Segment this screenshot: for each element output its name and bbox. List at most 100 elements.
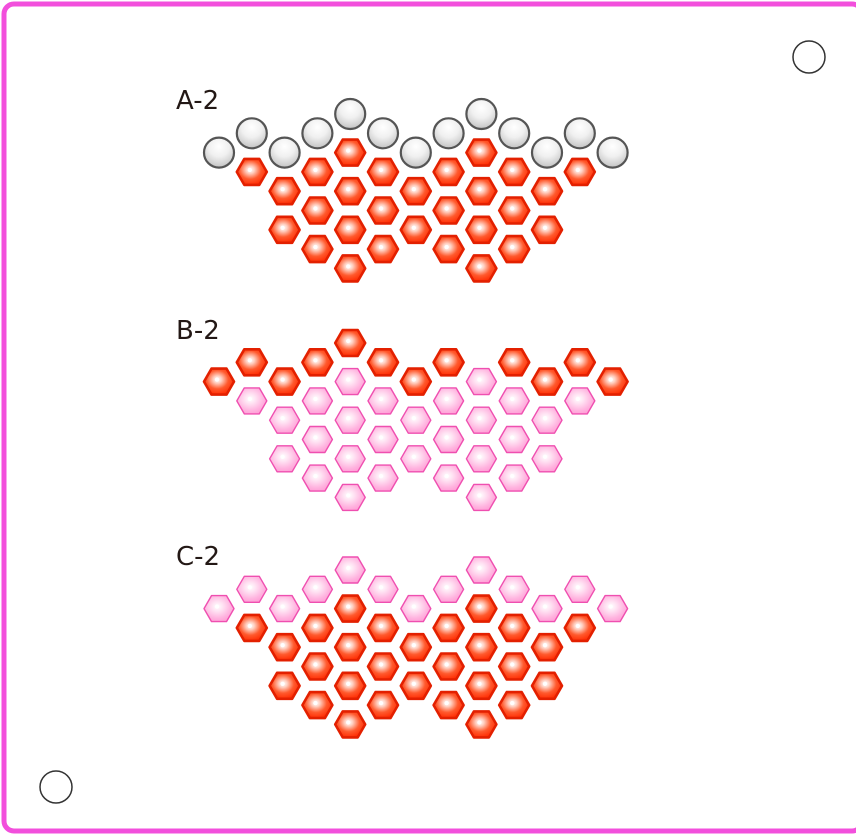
red-hex-bead xyxy=(333,138,367,167)
red-hex-bead xyxy=(497,652,531,681)
grey-round-bead xyxy=(596,136,629,169)
red-hex-bead xyxy=(301,348,334,377)
red-hex-bead xyxy=(563,348,597,377)
grey-round-bead xyxy=(235,117,268,150)
red-hex-bead xyxy=(465,671,498,701)
red-hex-bead xyxy=(432,196,465,225)
pink-hex-bead xyxy=(301,425,334,454)
pink-hex-bead xyxy=(498,464,530,492)
pink-hex-bead xyxy=(367,425,399,454)
red-hex-bead xyxy=(465,632,498,662)
red-hex-bead xyxy=(432,690,465,720)
red-hex-bead xyxy=(301,196,334,225)
grey-round-bead xyxy=(268,136,301,169)
pattern-c2: C-2 xyxy=(176,542,629,739)
red-hex-bead xyxy=(268,632,301,662)
pink-hex-bead xyxy=(432,387,465,415)
red-hex-bead xyxy=(333,254,367,283)
red-hex-bead xyxy=(530,632,564,662)
pink-hex-bead xyxy=(531,445,563,473)
red-hex-bead xyxy=(366,157,400,187)
pink-hex-bead xyxy=(432,575,465,603)
pink-hex-bead xyxy=(465,445,498,473)
red-hex-bead xyxy=(432,157,465,187)
grey-round-bead xyxy=(498,117,531,150)
red-hex-bead xyxy=(235,157,269,187)
red-hex-bead xyxy=(268,367,301,396)
red-hex-bead xyxy=(465,710,498,739)
red-hex-bead xyxy=(432,652,465,681)
pink-hex-bead xyxy=(334,367,366,396)
pink-hex-bead xyxy=(334,483,366,512)
red-hex-bead xyxy=(399,367,433,396)
red-hex-bead xyxy=(432,348,465,377)
pattern-label: C-2 xyxy=(176,542,220,572)
red-hex-bead xyxy=(432,613,465,643)
pink-hex-bead xyxy=(367,387,399,415)
pattern-label: A-2 xyxy=(176,86,219,116)
pink-hex-bead xyxy=(236,575,268,603)
grey-round-bead xyxy=(301,117,334,150)
red-hex-bead xyxy=(366,652,400,681)
red-hex-bead xyxy=(301,157,334,187)
red-hex-bead xyxy=(333,671,367,701)
bead-grid xyxy=(202,328,629,512)
red-hex-bead xyxy=(301,690,334,720)
red-hex-bead xyxy=(366,690,400,720)
red-hex-bead xyxy=(235,348,269,377)
pink-hex-bead xyxy=(334,445,366,473)
red-hex-bead xyxy=(530,215,564,245)
red-hex-bead xyxy=(333,176,367,206)
pink-hex-bead xyxy=(400,594,432,623)
red-hex-bead xyxy=(399,632,433,662)
red-hex-bead xyxy=(202,367,236,396)
red-hex-bead xyxy=(465,254,498,283)
pink-hex-bead xyxy=(564,387,596,415)
red-hex-bead xyxy=(497,690,531,720)
grey-round-bead xyxy=(202,136,236,169)
red-hex-bead xyxy=(268,215,301,245)
pink-hex-bead xyxy=(498,387,530,415)
red-hex-bead xyxy=(497,348,531,377)
grey-round-bead xyxy=(334,97,367,131)
red-hex-bead xyxy=(465,215,498,245)
bead-grid xyxy=(202,97,629,283)
pink-hex-bead xyxy=(367,464,399,492)
red-hex-bead xyxy=(301,613,334,643)
red-hex-bead xyxy=(268,176,301,206)
red-hex-bead xyxy=(497,613,531,643)
pink-hex-bead xyxy=(465,483,498,512)
pink-hex-bead xyxy=(531,594,563,623)
red-hex-bead xyxy=(530,671,564,701)
red-hex-bead xyxy=(333,710,367,739)
red-hex-bead xyxy=(235,613,269,643)
red-hex-bead xyxy=(366,613,400,643)
pink-hex-bead xyxy=(596,594,629,623)
red-hex-bead xyxy=(333,632,367,662)
red-hex-bead xyxy=(333,594,367,623)
red-hex-bead xyxy=(465,138,498,167)
red-hex-bead xyxy=(465,594,498,623)
red-hex-bead xyxy=(530,176,564,206)
red-hex-bead xyxy=(301,652,334,681)
grey-round-bead xyxy=(399,136,432,169)
red-hex-bead xyxy=(497,196,531,225)
red-hex-bead xyxy=(596,367,629,396)
red-hex-bead xyxy=(366,348,400,377)
pink-hex-bead xyxy=(432,464,465,492)
pink-hex-bead xyxy=(465,367,498,396)
red-hex-bead xyxy=(432,234,465,264)
red-hex-bead xyxy=(268,671,301,701)
red-hex-bead xyxy=(563,613,597,643)
grey-round-bead xyxy=(366,117,400,150)
grey-round-bead xyxy=(563,117,596,150)
pink-hex-bead xyxy=(498,425,530,454)
red-hex-bead xyxy=(399,176,433,206)
pattern-a2: A-2 xyxy=(176,86,629,283)
red-hex-bead xyxy=(366,196,400,225)
pink-hex-bead xyxy=(564,575,596,603)
pink-hex-bead xyxy=(400,406,432,434)
red-hex-bead xyxy=(530,367,564,396)
pink-hex-bead xyxy=(301,575,334,603)
